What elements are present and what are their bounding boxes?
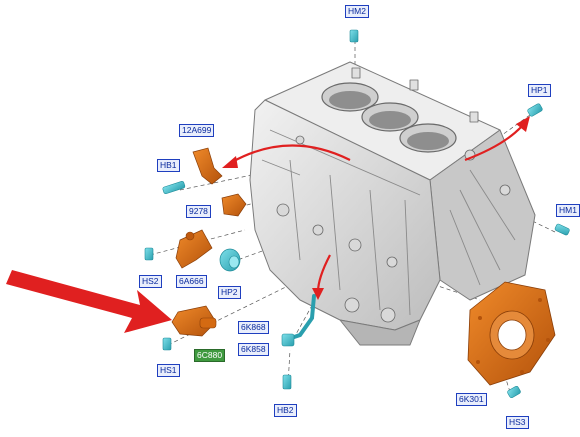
- part-hb1-bolt: [162, 181, 186, 195]
- label-6k858: 6K858: [238, 343, 269, 356]
- part-hs1-screw: [162, 337, 172, 351]
- label-hs1: HS1: [157, 364, 180, 377]
- label-6a666: 6A666: [176, 275, 207, 288]
- label-hp1: HP1: [528, 84, 551, 97]
- part-6k301-seal-retainer: [467, 281, 556, 386]
- part-hb2-bolt: [282, 374, 292, 390]
- part-6c880-solenoid: [171, 305, 217, 337]
- label-hb2: HB2: [274, 404, 297, 417]
- label-hm1: HM1: [556, 204, 580, 217]
- part-hm1-bolt: [554, 223, 570, 236]
- large-red-pointer-arrow: [6, 270, 172, 333]
- part-hs3-screw: [507, 385, 521, 399]
- label-9278: 9278: [186, 205, 211, 218]
- label-hb1: HB1: [157, 159, 180, 172]
- label-6k301: 6K301: [456, 393, 487, 406]
- part-hs2-screw: [144, 247, 154, 261]
- label-hp2: HP2: [218, 286, 241, 299]
- part-6k868-oil-jet: [281, 294, 316, 347]
- part-hp2-plug: [219, 248, 241, 272]
- part-hm2-bolt: [349, 29, 359, 43]
- engine-block: [249, 61, 536, 346]
- part-12a699-sensor: [192, 147, 223, 185]
- red-arrowheads: [222, 116, 530, 300]
- label-hm2: HM2: [345, 5, 369, 18]
- label-hs2: HS2: [139, 275, 162, 288]
- part-9278-sensor: [221, 193, 247, 217]
- part-hp1-plug: [527, 103, 543, 117]
- label-6k868: 6K868: [238, 321, 269, 334]
- label-hs3: HS3: [506, 416, 529, 429]
- label-12a699: 12A699: [179, 124, 215, 137]
- label-6c880-highlighted: 6C880: [194, 349, 226, 362]
- part-6a666-valve: [175, 229, 213, 269]
